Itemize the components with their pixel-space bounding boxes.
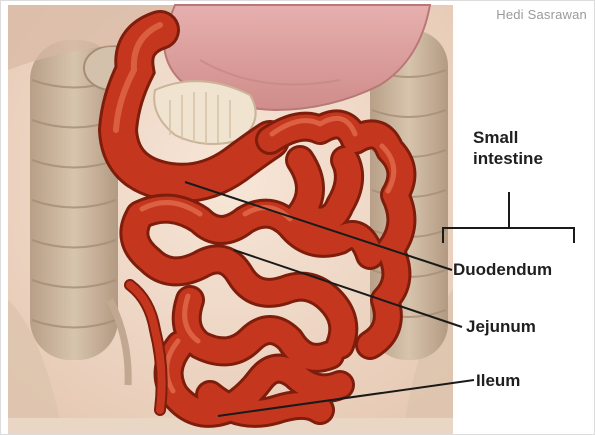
credit-watermark: Hedi Sasrawan [496,7,587,22]
label-small-intestine: Small intestine [473,127,563,169]
label-ileum: Ileum [476,370,520,391]
label-duodenum: Duodendum [453,259,552,280]
label-jejunum: Jejunum [466,316,536,337]
